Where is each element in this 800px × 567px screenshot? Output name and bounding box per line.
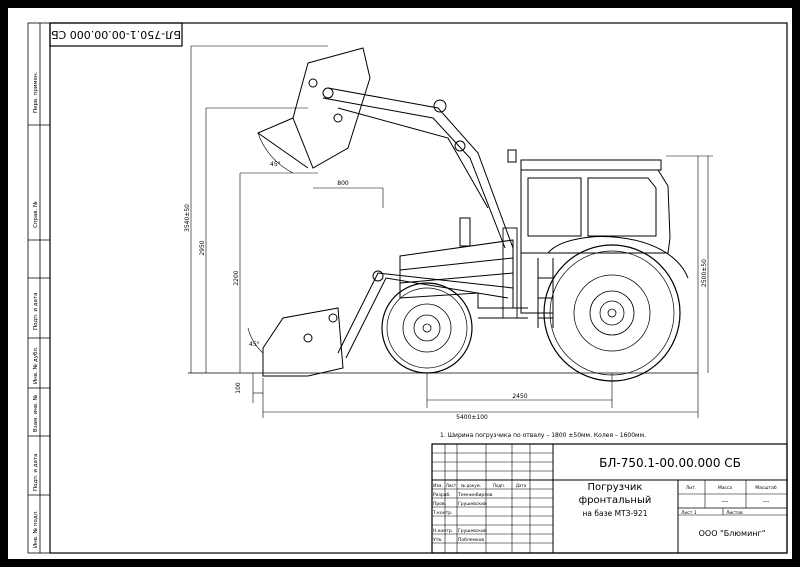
lit-label: Лит. [686,485,696,491]
col-header-date: Дата [516,483,527,488]
dim-100: 100 [235,382,242,394]
frame-border [49,22,788,554]
role-label: Н.контр. [433,528,453,534]
col-header-list: Лист [446,483,457,488]
title-company: ООО "Блюминг" [699,529,766,538]
loader-arm-raised [256,47,514,249]
role-name: Грушевский [458,500,487,507]
role-label: Утв. [433,537,442,543]
dim-2200: 2200 [233,270,240,285]
margin-label: Подп. и дата [33,292,39,330]
margin-label: Справ. № [33,201,39,228]
drawing-note: 1. Ширина погрузчика по отвалу – 1800 ±5… [440,432,646,439]
role-label: Т.контр. [432,510,453,516]
col-header-izm: Изм. [433,483,442,488]
sheets-label: Листов [726,510,743,516]
loader-arm-lowered [262,270,514,377]
role-name: Темнинбиряов [457,492,493,498]
margin-label: Перв. примен. [33,71,39,113]
tractor-body [399,149,689,328]
dim-angle-top: 45° [270,161,281,168]
scale-value: --- [763,498,770,505]
mass-value: --- [722,498,729,505]
mass-label: Масса [718,485,733,491]
col-header-doc: № докум. [461,483,481,488]
role-name: Грушевский [458,527,487,534]
col-header-sign: Подп. [493,483,505,488]
margin-label: Подп. и дата [33,453,39,491]
dim-2500: 2500±50 [701,259,708,287]
title-name-line3: на базе МТЗ-921 [583,509,648,518]
rear-wheel [543,244,681,382]
role-label: Пров. [433,501,446,507]
dim-angle-bottom: 45° [249,341,260,348]
margin-label: Взам. инв. № [33,394,39,432]
dim-800: 800 [337,180,349,187]
scale-label: Масштаб [755,485,777,491]
title-name-line2: фронтальный [579,495,652,506]
sheet-label: Лист 1 [681,510,697,516]
left-margin-table [27,22,51,554]
dim-3540: 3540±50 [184,204,191,232]
dim-2450: 2450 [512,393,527,400]
title-designation: БЛ-750.1-00.00.000 СБ [599,456,741,470]
top-stamp-text: БЛ-750.1-00.00.000 СБ [51,28,181,41]
title-block [431,443,788,554]
technical-drawing: БЛ-750.1-00.00.000 СБ [27,22,788,554]
dimension-lines [190,45,713,418]
frame-linkage [478,227,528,319]
margin-label: Инв. № дубл. [33,346,39,384]
role-name: Поблемков [458,537,484,543]
role-label: Разраб. [433,492,451,498]
drawing-sheet: БЛ-750.1-00.00.000 СБ [8,8,792,559]
margin-label: Инв. № подл. [33,510,39,548]
dim-2950: 2950 [199,240,206,255]
title-name-line1: Погрузчик [588,482,643,493]
dim-5400: 5400±100 [456,414,488,421]
